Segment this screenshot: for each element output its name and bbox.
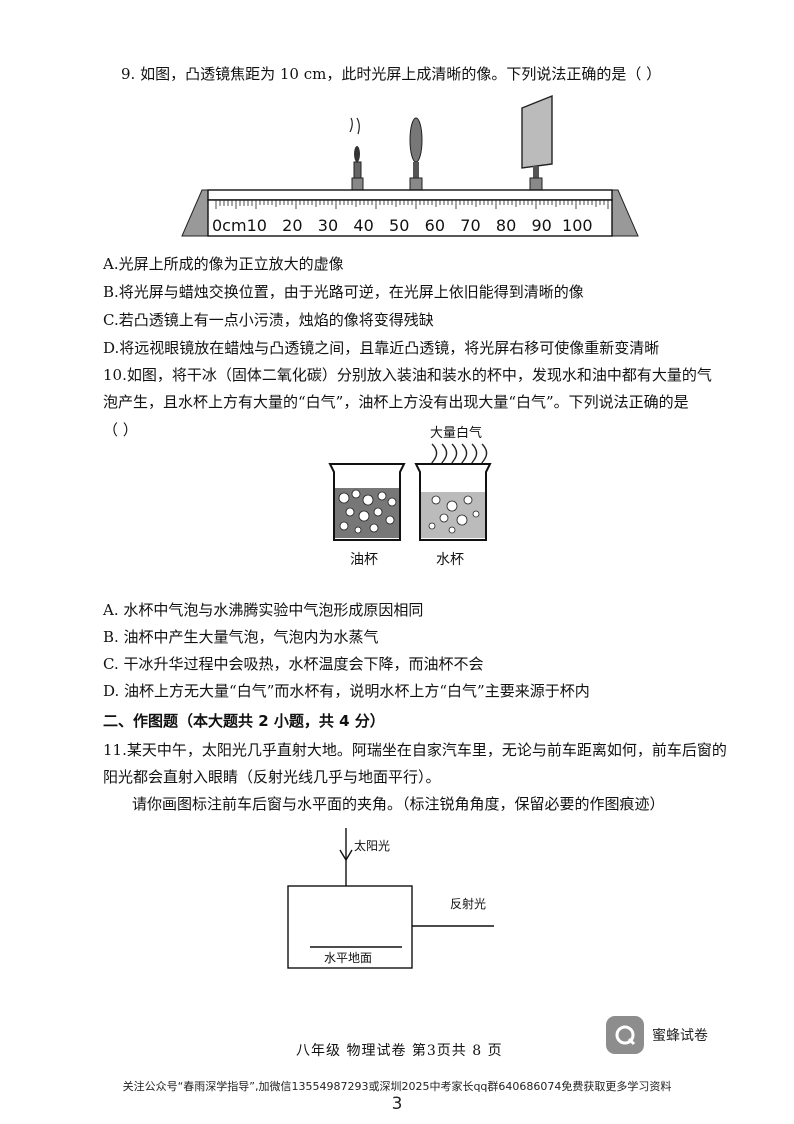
oil-cup-label: 油杯: [350, 552, 378, 568]
page-number: 3: [391, 1094, 403, 1114]
q10-option-a: A. 水杯中气泡与水沸腾实验中气泡形成原因相同: [103, 601, 424, 619]
water-cup-label: 水杯: [436, 552, 464, 568]
oil-cup-drawing: [328, 463, 406, 541]
bee-logo-icon: [606, 1016, 644, 1054]
optical-bench-figure: 0cm10 20 30 40 50 60 70 80 90 100: [181, 94, 639, 237]
ruler-scale-label: 0cm10 20 30 40 50 60 70 80 90 100: [212, 216, 593, 235]
question-9-stem: 9. 如图，凸透镜焦距为 10 cm，此时光屏上成清晰的像。下列说法正确的是（ …: [121, 65, 662, 83]
light-screen-drawing: [521, 94, 553, 193]
question-10-stem-line3: （ ）: [103, 421, 138, 439]
q10-option-c: C. 干冰升华过程中会吸热，水杯温度会下降，而油杯不会: [103, 655, 484, 673]
bench-drawing: 0cm10 20 30 40 50 60 70 80 90 100: [181, 189, 639, 237]
question-11-line1: 11.某天中午，太阳光几乎直射大地。阿瑞坐在自家汽车里，无论与前车距离如何，前车…: [103, 741, 727, 759]
reflected-label: 反射光: [450, 896, 486, 911]
question-10-stem-line1: 10.如图，将干冰（固体二氧化碳）分别放入装油和装水的杯中，发现水和油中都有大量…: [103, 366, 712, 384]
fog-label: 大量白气: [430, 425, 482, 441]
sunlight-ray: [339, 828, 353, 886]
dry-ice-cups-figure: 大量白气 油杯 水杯: [328, 425, 492, 568]
question-10-stem-line2: 泡产生，且水杯上方有大量的“白气”，油杯上方没有出现大量“白气”。下列说法正确的…: [103, 393, 689, 411]
question-11-line3: 请你画图标注前车后窗与水平面的夹角。（标注锐角角度，保留必要的作图痕迹）: [132, 795, 665, 813]
promo-note: 关注公众号“春雨深学指导”,加微信13554987293或深圳2025中考家长q…: [122, 1080, 672, 1093]
brand-watermark: 蜜蜂试卷: [606, 1016, 708, 1054]
sunlight-label: 太阳光: [354, 838, 390, 853]
brand-label: 蜜蜂试卷: [652, 1028, 708, 1044]
section-2-heading: 二、作图题（本大题共 2 小题，共 4 分）: [103, 712, 385, 730]
q9-option-c: C.若凸透镜上有一点小污渍，烛焰的像将变得残缺: [103, 311, 434, 329]
convex-lens-drawing: [409, 117, 423, 193]
candle-drawing: [349, 117, 364, 193]
exam-footer: 八年级 物理试卷 第3页共 8 页: [296, 1043, 503, 1059]
car-body-box: [287, 885, 413, 969]
q10-option-b: B. 油杯中产生大量气泡，气泡内为水蒸气: [103, 628, 379, 646]
q9-option-b: B.将光屏与蜡烛交换位置，由于光路可逆，在光屏上依旧能得到清晰的像: [103, 283, 584, 301]
ground-label: 水平地面: [324, 951, 372, 965]
q10-option-d: D. 油杯上方无大量“白气”而水杯有，说明水杯上方“白气”主要来源于杯内: [103, 682, 590, 700]
water-cup-drawing: [414, 463, 492, 541]
car-window-diagram: 太阳光 反射光 水平地面: [287, 828, 494, 969]
q9-option-d: D.将远视眼镜放在蜡烛与凸透镜之间，且靠近凸透镜，将光屏右移可使像重新变清晰: [103, 339, 660, 357]
question-11-line2: 阳光都会直射入眼睛（反射光线几乎与地面平行）。: [103, 768, 441, 786]
q9-option-a: A.光屏上所成的像为正立放大的虚像: [103, 255, 344, 273]
